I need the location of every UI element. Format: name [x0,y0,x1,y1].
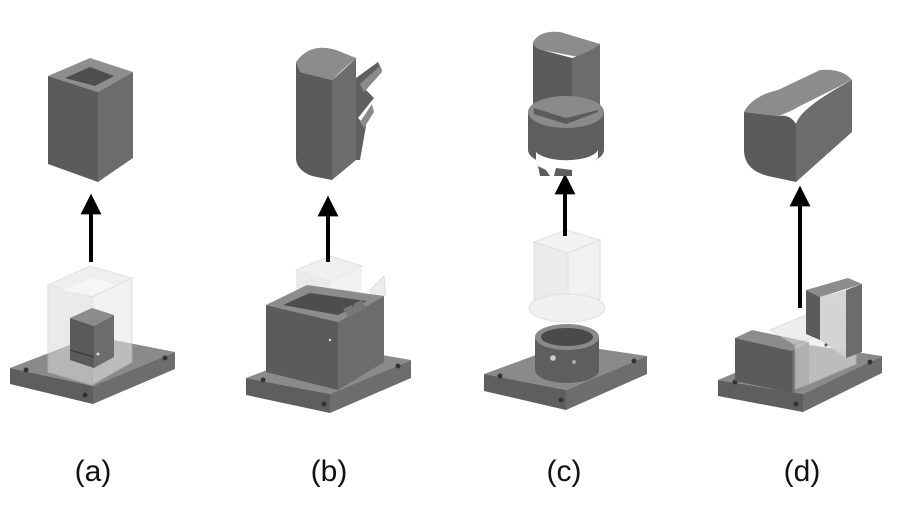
panel-label-a: (a) [74,455,112,488]
lifted-clip-b [296,47,382,180]
panel-label-c: (c) [546,455,582,488]
lifted-column-c [528,31,604,176]
panel-d [718,69,882,412]
ring-collar-c [535,324,599,383]
inner-block-a [69,308,114,368]
lifted-tube-a [48,58,133,182]
panel-c [484,31,647,410]
ghost-sleeve-c [528,229,606,323]
housing-box-b [266,285,384,390]
panel-label-b: (b) [310,455,348,488]
panel-a [10,58,175,404]
panel-b [246,47,411,413]
panel-label-d: (d) [783,455,821,488]
right-wall-d [806,278,862,358]
lifted-block-d [744,69,852,182]
